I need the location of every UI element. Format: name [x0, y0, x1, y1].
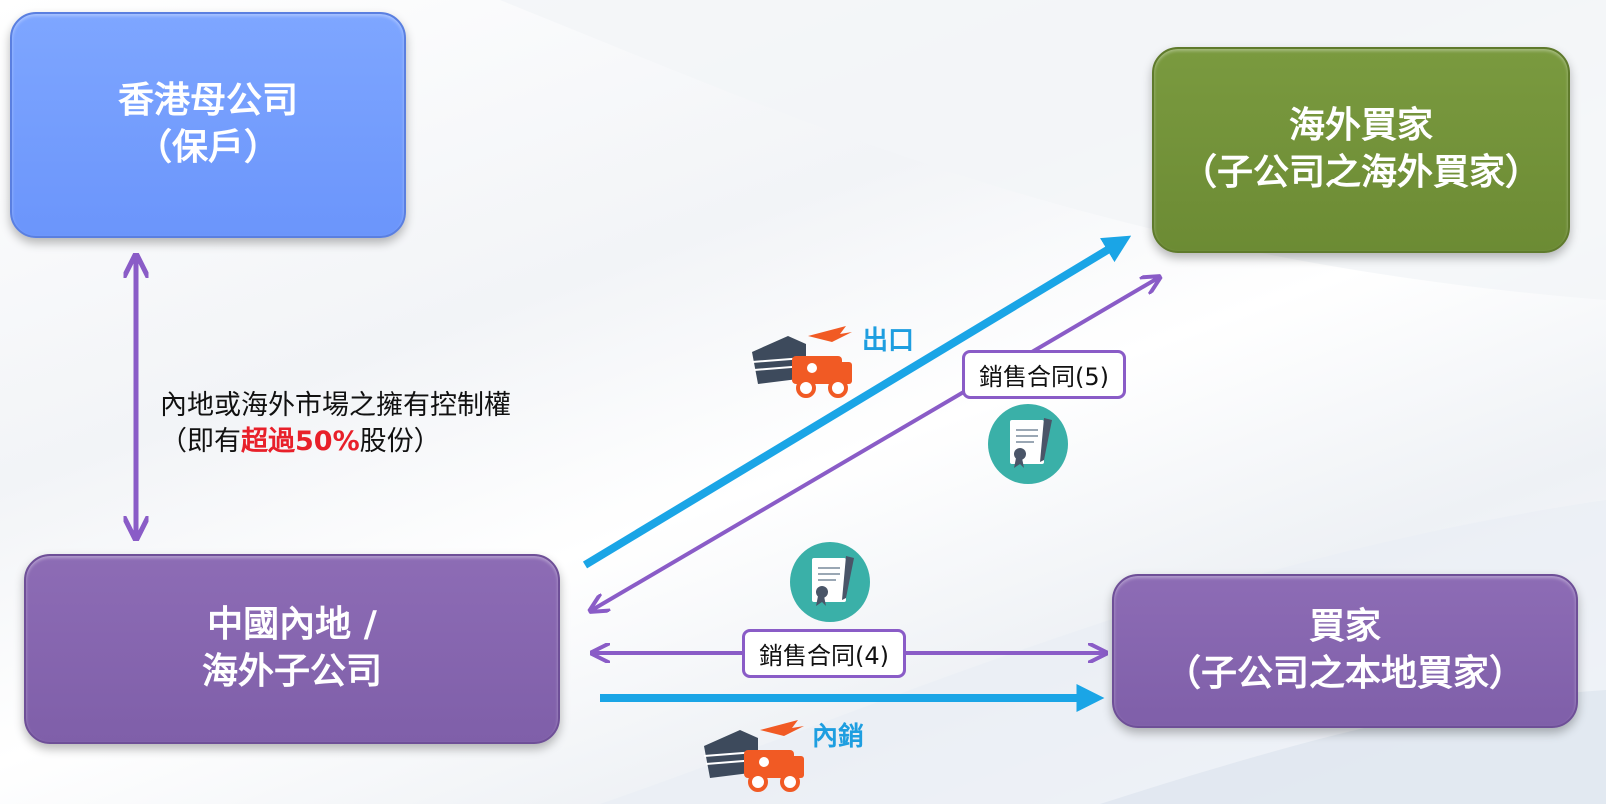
overseas-buyer-desc: （子公司之海外買家） — [1180, 152, 1541, 193]
export-label: 出口 — [862, 326, 915, 356]
contract-icon-local — [790, 542, 870, 622]
parent-company-role: （保戶） — [135, 127, 280, 168]
overseas-contract-label: 銷售合同(5) — [962, 350, 1126, 399]
parent-company-box: 香港母公司 （保戶） — [10, 12, 406, 238]
local-buyer-desc: （子公司之本地買家） — [1164, 653, 1525, 694]
overseas-buyer-box: 海外買家 （子公司之海外買家） — [1152, 47, 1570, 253]
control-note-highlight: 超過50% — [241, 426, 360, 458]
local-buyer-name: 買家 — [1308, 606, 1381, 648]
control-note: 內地或海外市場之擁有控制權 （即有超過50%股份） — [160, 388, 511, 461]
contract-icon-overseas — [988, 404, 1068, 484]
shipping-icon-export — [751, 326, 852, 398]
control-note-prefix: （即有 — [160, 426, 241, 458]
overseas-contract-arrow — [592, 278, 1158, 610]
local-contract-label: 銷售合同(4) — [742, 629, 906, 678]
subsidiary-name-line1: 中國內地 / — [207, 604, 377, 646]
subsidiary-box: 中國內地 / 海外子公司 — [24, 554, 560, 744]
shipping-icon-domestic — [703, 720, 804, 792]
parent-company-name: 香港母公司 — [117, 80, 298, 122]
subsidiary-name-line2: 海外子公司 — [201, 651, 382, 692]
overseas-buyer-name: 海外買家 — [1288, 105, 1433, 147]
domestic-sales-label: 內銷 — [812, 722, 865, 752]
control-note-line1: 內地或海外市場之擁有控制權 — [160, 390, 511, 421]
control-note-line2: （即有超過50%股份） — [160, 424, 511, 460]
control-note-suffix: 股份） — [359, 426, 441, 458]
local-buyer-box: 買家 （子公司之本地買家） — [1112, 574, 1578, 728]
